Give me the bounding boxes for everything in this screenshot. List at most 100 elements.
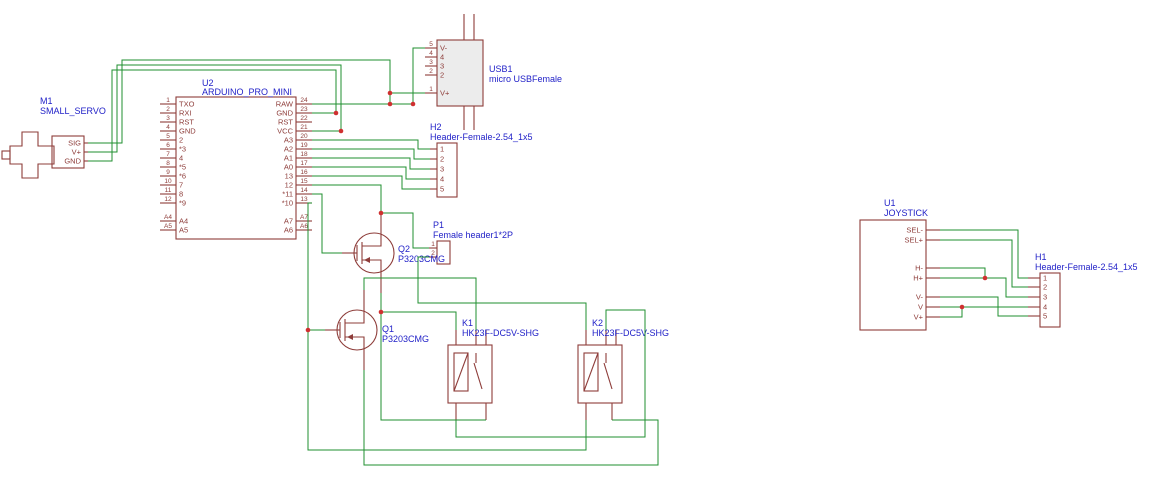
arduino-pro-mini-pin-number: 1: [166, 97, 170, 104]
servo-connector-pin-label: V+: [72, 148, 82, 157]
arduino-pro-mini-pin-number: 15: [300, 178, 308, 185]
micro-usb-female-pin-label: V+: [440, 89, 450, 98]
usb1-value: micro USBFemale: [489, 74, 562, 84]
wire-a1-h2-3[interactable]: [312, 157, 430, 170]
wire-k1-1-k2-5[interactable]: [455, 309, 646, 438]
wire-10-q1-gate[interactable]: [307, 202, 325, 331]
k2-coil: [583, 352, 599, 392]
arduino-pro-mini-body[interactable]: [175, 96, 297, 240]
joystick-u1-body[interactable]: [859, 219, 927, 331]
k1-value: HK23F-DC5V-SHG: [462, 328, 539, 338]
arduino-pro-mini-pin-number: 14: [300, 187, 308, 194]
k2-relay-body[interactable]: [577, 344, 623, 404]
wire-p1-1[interactable]: [381, 212, 429, 249]
arduino-pro-mini-pin-label: A2: [284, 145, 293, 154]
arduino-pro-mini-pin-label: *11: [282, 190, 293, 199]
k1-relay-body[interactable]: [447, 344, 493, 404]
header-h1-body[interactable]: [1039, 272, 1061, 328]
q1-value: P3203CMG: [382, 334, 429, 344]
h1-designator: H1: [1035, 252, 1047, 262]
arduino-pro-mini-pin-label: *9: [179, 199, 186, 208]
arduino-pro-mini-pin-label: A3: [284, 136, 293, 145]
female-header-p1-body[interactable]: [436, 240, 451, 265]
arduino-pro-mini-pin-label: RXI: [179, 109, 192, 118]
wire-p1-2-k2-3[interactable]: [417, 256, 587, 330]
header-h2-body[interactable]: [436, 142, 458, 198]
junction-dot: [387, 90, 393, 96]
wire-11-q2-gate[interactable]: [312, 193, 342, 254]
k2-value: HK23F-DC5V-SHG: [592, 328, 669, 338]
wire-q1-drain-k1-5[interactable]: [363, 277, 477, 330]
wire-servo-sig[interactable]: [88, 59, 391, 144]
servo-connector-body[interactable]: [51, 135, 85, 169]
wire-sel-plus-h1-2[interactable]: [940, 239, 1028, 288]
arduino-pro-mini-pin-label: GND: [179, 127, 196, 136]
q1-drain-pin[interactable]: [345, 290, 365, 324]
junction-dot: [333, 110, 339, 116]
h2-designator: H2: [430, 122, 442, 132]
wire-q1-source-k2-2[interactable]: [363, 370, 659, 466]
wire-a3-h2-1[interactable]: [312, 139, 430, 150]
micro-usb-female-pin-label: 2: [440, 71, 444, 80]
arduino-pro-mini-pin-label: A1: [284, 154, 293, 163]
q2-source-pin[interactable]: [362, 259, 382, 293]
wire-k1-3-branch[interactable]: [381, 311, 457, 330]
q1-mosfet-body[interactable]: [336, 309, 378, 351]
arduino-pro-mini-pin-label: A5: [179, 226, 188, 235]
arduino-pro-mini-pin-label: 4: [179, 154, 183, 163]
arduino-pro-mini-pin-number: 21: [300, 124, 308, 131]
micro-usb-female-body[interactable]: [436, 39, 484, 107]
arduino-pro-mini-pin-number: 10: [164, 178, 172, 185]
micro-usb-female-pin-number: 5: [429, 41, 433, 48]
junction-dot: [378, 309, 384, 315]
wire-12-q2-drain[interactable]: [312, 184, 382, 213]
arduino-pro-mini-pin-number: 9: [166, 169, 170, 176]
wire-v-plus-tie[interactable]: [940, 307, 963, 318]
arduino-pro-mini-pin-label: 13: [285, 172, 293, 181]
wire-h-minus-tie[interactable]: [940, 267, 986, 278]
micro-usb-female-pin-label: 4: [440, 53, 444, 62]
arduino-pro-mini-pin-number: 11: [165, 187, 172, 194]
arduino-pro-mini-pin-label: 12: [285, 181, 293, 190]
k2-coil-diagonal: [583, 352, 599, 392]
arduino-pro-mini-pin-label: 2: [179, 136, 183, 145]
wire-a0-h2-4[interactable]: [312, 166, 430, 180]
u2-value: ARDUINO_PRO_MINI: [202, 87, 292, 97]
q2-value: P3203CMG: [398, 254, 445, 264]
micro-usb-female-pin-label: 3: [440, 62, 444, 71]
junction-dot: [387, 101, 393, 107]
q2-drain-pin[interactable]: [362, 213, 382, 247]
arduino-pro-mini-pin-number: 2: [166, 106, 170, 113]
arduino-pro-mini-pin-number: 19: [300, 142, 308, 149]
micro-usb-female-pin-number: 2: [429, 68, 433, 75]
arduino-pro-mini-pin-number: 5: [166, 133, 170, 140]
wire-usb-vminus[interactable]: [412, 47, 425, 104]
wire-servo-vplus[interactable]: [88, 64, 342, 153]
arduino-pro-mini-pin-number: 13: [300, 196, 308, 203]
q1-arrow: [347, 334, 353, 340]
junction-dot: [305, 327, 311, 333]
wire-sel-minus-h1-1[interactable]: [940, 229, 1028, 279]
usb1-designator: USB1: [489, 64, 513, 74]
arduino-pro-mini-pin-label: 7: [179, 181, 183, 190]
joystick-u1-pin-label: V+: [914, 313, 924, 322]
servo-body[interactable]: [9, 131, 55, 179]
wire-a2-h2-2[interactable]: [312, 148, 430, 160]
wire-q2-source-k1-2[interactable]: [380, 293, 486, 421]
arduino-pro-mini-pin-label: A4: [179, 217, 188, 226]
header-h2-pin-label: 4: [440, 175, 444, 184]
arduino-pro-mini-pin-label: *5: [179, 163, 186, 172]
k1-coil: [453, 352, 469, 392]
wire-servo-gnd[interactable]: [88, 69, 337, 162]
q2-mosfet-body[interactable]: [353, 232, 395, 274]
joystick-u1-pin-label: SEL-: [906, 226, 923, 235]
wire-k2-1-return[interactable]: [307, 330, 587, 451]
q1-source-pin[interactable]: [345, 336, 365, 370]
junction-dot: [982, 275, 988, 281]
arduino-pro-mini-pin-label: VCC: [277, 127, 293, 136]
k2-switch-arm: [603, 362, 613, 390]
wire-13-h2-5[interactable]: [312, 175, 430, 190]
wire-h-plus-h1-3[interactable]: [940, 277, 1028, 298]
p1-designator: P1: [433, 220, 444, 230]
